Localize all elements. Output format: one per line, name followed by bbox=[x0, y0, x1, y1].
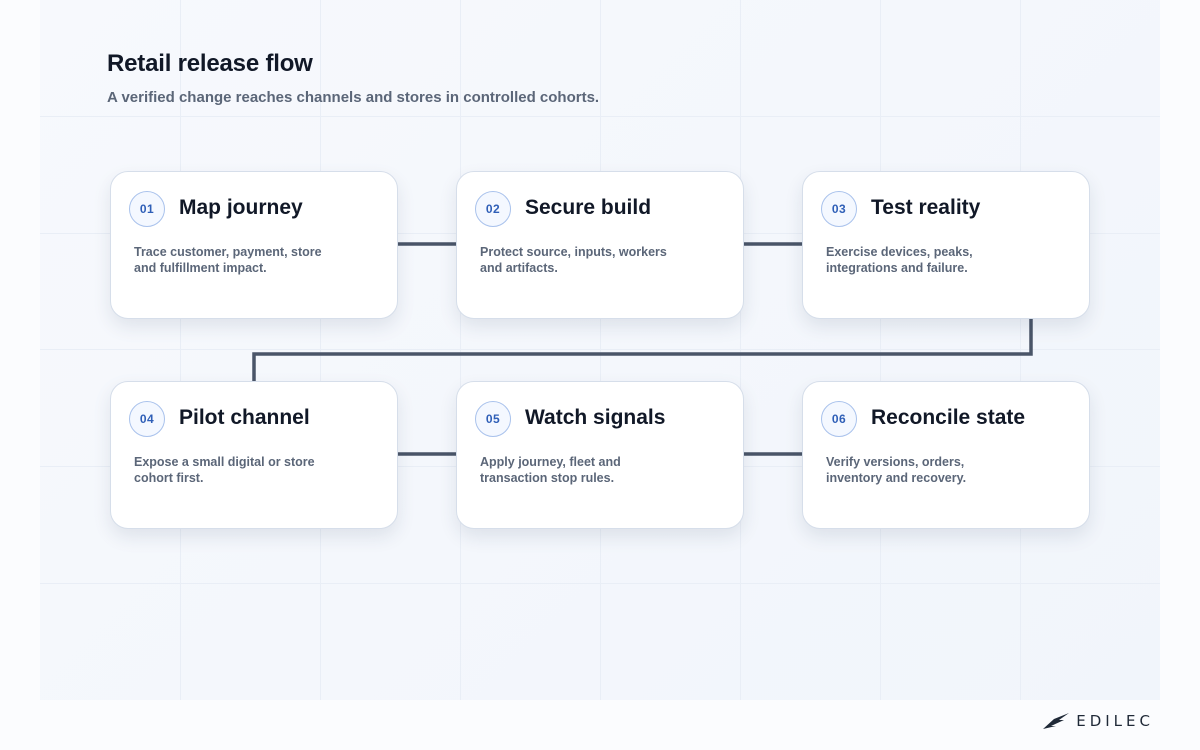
step-description: Trace customer, payment, store and fulfi… bbox=[134, 244, 344, 276]
step-title: Secure build bbox=[525, 196, 652, 219]
step-card-test-reality: 03 Test reality Exercise devices, peaks,… bbox=[802, 171, 1090, 319]
brand-logo: EDILEC bbox=[1042, 711, 1154, 731]
step-title: Test reality bbox=[871, 196, 981, 219]
step-card-pilot-channel: 04 Pilot channel Expose a small digital … bbox=[110, 381, 398, 529]
step-description-line: integrations and failure. bbox=[826, 261, 968, 275]
grid-line bbox=[740, 0, 741, 700]
step-card-reconcile-state: 06 Reconcile state Verify versions, orde… bbox=[802, 381, 1090, 529]
step-description-line: Trace customer, payment, store bbox=[134, 245, 322, 259]
step-description: Expose a small digital or store cohort f… bbox=[134, 454, 344, 486]
brand-logo-text: EDILEC bbox=[1076, 712, 1154, 730]
step-description-line: Exercise devices, peaks, bbox=[826, 245, 973, 259]
step-number-badge: 01 bbox=[129, 191, 165, 227]
diagram-subtitle: A verified change reaches channels and s… bbox=[107, 89, 600, 106]
grid-line bbox=[180, 0, 181, 700]
step-number-badge: 03 bbox=[821, 191, 857, 227]
step-description-line: and fulfillment impact. bbox=[134, 261, 267, 275]
step-description-line: Apply journey, fleet and bbox=[480, 455, 621, 469]
step-description-line: and artifacts. bbox=[480, 261, 558, 275]
grid-line bbox=[1020, 0, 1021, 700]
step-title: Map journey bbox=[179, 196, 303, 219]
step-description-line: Expose a small digital or store bbox=[134, 455, 315, 469]
step-card-map-journey: 01 Map journey Trace customer, payment, … bbox=[110, 171, 398, 319]
grid-line bbox=[600, 0, 601, 700]
step-description-line: transaction stop rules. bbox=[480, 471, 615, 485]
step-description-line: cohort first. bbox=[134, 471, 204, 485]
step-description: Apply journey, fleet and transaction sto… bbox=[480, 454, 690, 486]
step-number-badge: 06 bbox=[821, 401, 857, 437]
bird-icon bbox=[1043, 713, 1070, 729]
step-title: Pilot channel bbox=[179, 406, 310, 429]
step-card-watch-signals: 05 Watch signals Apply journey, fleet an… bbox=[456, 381, 744, 529]
diagram-title: Retail release flow bbox=[107, 50, 313, 77]
step-description-line: Verify versions, orders, bbox=[826, 455, 965, 469]
step-description: Exercise devices, peaks, integrations an… bbox=[826, 244, 1036, 276]
step-description-line: inventory and recovery. bbox=[826, 471, 967, 485]
step-number-badge: 05 bbox=[475, 401, 511, 437]
step-number-badge: 04 bbox=[129, 401, 165, 437]
grid-line bbox=[880, 0, 881, 700]
step-card-secure-build: 02 Secure build Protect source, inputs, … bbox=[456, 171, 744, 319]
step-description: Verify versions, orders, inventory and r… bbox=[826, 454, 1036, 486]
step-description-line: Protect source, inputs, workers bbox=[480, 245, 667, 259]
step-title: Watch signals bbox=[525, 406, 666, 429]
step-description: Protect source, inputs, workers and arti… bbox=[480, 244, 690, 276]
step-title: Reconcile state bbox=[871, 406, 1026, 429]
step-number-badge: 02 bbox=[475, 191, 511, 227]
